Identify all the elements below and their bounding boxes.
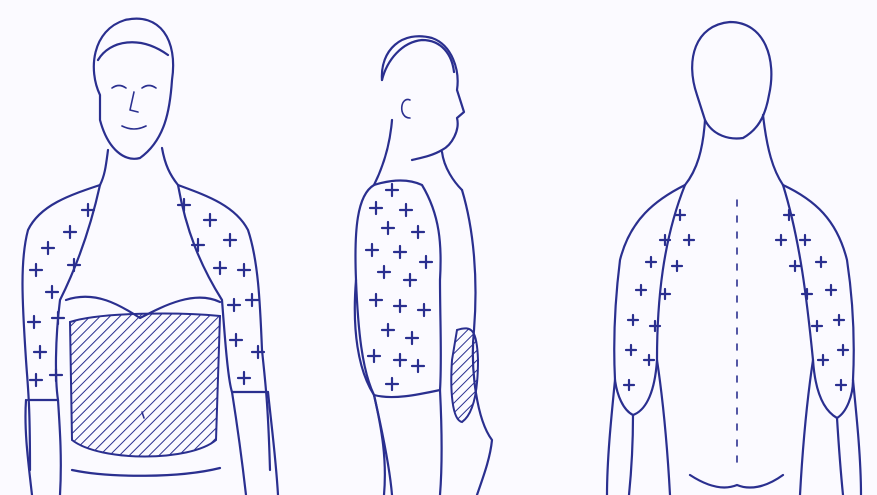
cross-marker (394, 354, 406, 366)
cross-marker (406, 332, 418, 344)
cross-marker (246, 294, 258, 306)
neck-left (100, 150, 108, 185)
cross-marker (50, 369, 62, 381)
cross-marker (386, 378, 398, 390)
cross-marker (838, 345, 848, 355)
head-outline (94, 19, 173, 159)
neck-back-left (685, 120, 705, 185)
cross-marker (214, 262, 226, 274)
flank-hatched-region (451, 328, 478, 422)
cross-marker (178, 199, 190, 211)
cross-marker (52, 312, 64, 324)
cross-marker (370, 202, 382, 214)
cross-marker (394, 246, 406, 258)
back-forearm-right (837, 380, 861, 495)
right-forearm (232, 392, 278, 495)
cross-marker (420, 256, 432, 268)
neck-back-right (763, 115, 783, 185)
cross-marker (42, 242, 54, 254)
neck-back (374, 120, 392, 185)
cross-marker (626, 345, 636, 355)
throat (442, 152, 462, 190)
cross-marker (230, 334, 242, 346)
cross-marker (800, 235, 810, 245)
front-view-figure (0, 0, 292, 495)
cross-marker (238, 372, 250, 384)
cross-marker (644, 355, 654, 365)
waist-line (72, 468, 220, 476)
buttocks-line (690, 475, 783, 488)
back-view-figure (585, 0, 877, 495)
cross-marker (238, 264, 250, 276)
ear (402, 100, 410, 118)
cross-marker (366, 244, 378, 256)
neck-right (162, 148, 178, 185)
cross-marker (394, 300, 406, 312)
cross-marker (834, 315, 844, 325)
side-cross-markers (366, 184, 432, 390)
cross-marker (418, 304, 430, 316)
mouth (122, 126, 146, 129)
cross-marker (624, 380, 634, 390)
cross-marker (628, 315, 638, 325)
left-eye (112, 86, 126, 89)
back-arm-right (783, 185, 853, 418)
cross-marker (812, 321, 822, 331)
cross-marker (400, 204, 412, 216)
cross-marker (30, 374, 42, 386)
cross-marker (646, 257, 656, 267)
cross-marker (368, 350, 380, 362)
cross-marker (382, 222, 394, 234)
torso-back (355, 280, 385, 495)
cross-marker (378, 266, 390, 278)
cross-marker (818, 355, 828, 365)
back-torso-outline (614, 185, 854, 380)
cross-marker (64, 226, 76, 238)
cross-marker (224, 234, 236, 246)
cross-marker (34, 346, 46, 358)
cross-marker (404, 274, 416, 286)
cross-marker (412, 360, 424, 372)
cross-marker (836, 380, 846, 390)
cross-marker (790, 261, 800, 271)
nose (130, 92, 138, 112)
cross-marker (412, 226, 424, 238)
back-waist-right (800, 360, 813, 495)
cross-marker (636, 285, 646, 295)
cross-marker (46, 286, 58, 298)
right-eye (142, 86, 156, 89)
hair-line (98, 42, 168, 60)
back-arm-left (615, 185, 685, 415)
cross-marker (30, 264, 42, 276)
cross-marker (684, 235, 694, 245)
cross-marker (28, 316, 40, 328)
cross-marker (802, 289, 812, 299)
cross-marker (382, 324, 394, 336)
cross-marker (816, 257, 826, 267)
abdomen-hatched-region (70, 314, 220, 457)
arm-outline (355, 180, 440, 397)
cross-marker (826, 285, 836, 295)
cross-marker (228, 299, 240, 311)
cross-marker (204, 214, 216, 226)
cross-marker (370, 294, 382, 306)
back-waist-left (657, 360, 670, 495)
side-view-figure (292, 0, 584, 495)
cross-marker (386, 184, 398, 196)
cross-marker (776, 235, 786, 245)
cross-marker (672, 261, 682, 271)
